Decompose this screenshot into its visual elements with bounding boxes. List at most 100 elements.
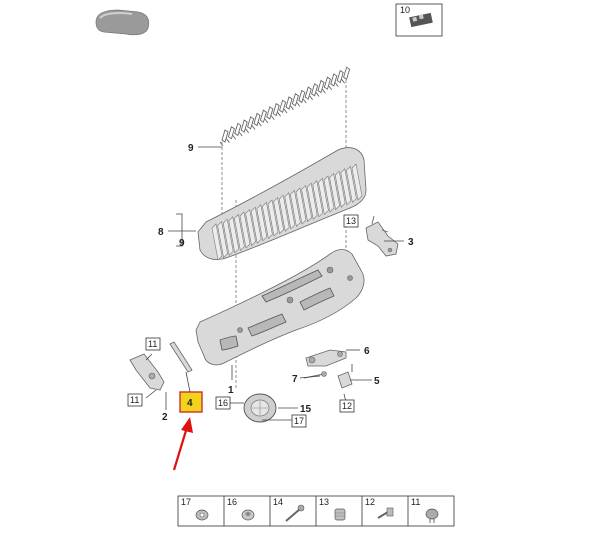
grille-fin: [323, 175, 335, 213]
slat: [315, 79, 325, 97]
legend-cell-13: 13: [315, 496, 346, 526]
legend-cell-16: 16: [223, 496, 255, 526]
grille-fin: [256, 204, 268, 242]
red-arrow-icon: [172, 417, 193, 471]
grille-fin: [318, 177, 329, 216]
screw-bolt-icon: [285, 504, 305, 522]
slat: [296, 89, 306, 107]
grille-fin: [245, 208, 256, 247]
svg-text:11: 11: [130, 395, 139, 405]
highlighted-part-4[interactable]: 4: [179, 391, 203, 413]
slat: [264, 106, 274, 124]
grille-fin: [306, 182, 318, 220]
svg-text:16: 16: [218, 398, 228, 408]
legend-number: 11: [411, 497, 420, 507]
legend-cell-11: 11: [407, 496, 439, 526]
svg-text:12: 12: [342, 401, 352, 411]
legend-cell-12: 12: [361, 496, 394, 526]
slat: [226, 125, 235, 143]
legend-number: 13: [319, 497, 329, 507]
slat: [334, 69, 344, 87]
callout-1: 1: [228, 385, 234, 396]
part-2-bracket: [129, 353, 165, 391]
slat: [251, 112, 261, 130]
grille-fin: [228, 216, 240, 254]
part-5-clip: [337, 371, 353, 389]
box-16: 16: [215, 396, 231, 410]
legend-number: 16: [227, 497, 237, 507]
grille-fin: [278, 194, 290, 232]
slat: [341, 66, 351, 84]
grille-fin: [239, 211, 251, 249]
grille-fin: [267, 199, 279, 237]
slat: [232, 122, 242, 140]
grille-fin: [217, 220, 228, 259]
grille-fin: [262, 201, 273, 240]
expansion-nut-icon: [334, 508, 346, 521]
slat: [328, 73, 338, 91]
svg-text:13: 13: [346, 216, 356, 226]
box-17: 17: [291, 414, 307, 428]
slat: [277, 99, 287, 117]
part-8-grille: [197, 147, 367, 261]
part-6-clip: [305, 349, 347, 367]
box-11-lower: 11: [127, 393, 143, 407]
callout-4: 4: [187, 398, 193, 409]
slat: [302, 86, 312, 104]
slat: [219, 129, 229, 147]
svg-text:11: 11: [148, 339, 157, 349]
grille-fin: [346, 165, 357, 204]
fastener-legend: 17 16 14 13 12 11: [177, 495, 455, 527]
legend-number: 17: [181, 497, 191, 507]
callout-2: 2: [162, 412, 168, 423]
callout-7: 7: [292, 374, 298, 385]
grille-fin: [334, 170, 346, 208]
callout-5: 5: [374, 376, 380, 387]
box-11-upper: 11: [145, 337, 161, 351]
slat: [270, 102, 280, 120]
legend-cell-17: 17: [181, 497, 209, 521]
grille-fin: [340, 168, 352, 206]
part-15-sensor: [243, 393, 277, 423]
grille-fin: [290, 189, 301, 228]
part-1-base-plate: [195, 249, 365, 366]
grille-fin: [295, 187, 307, 225]
box-12: 12: [339, 399, 355, 413]
grille-fin: [234, 213, 245, 252]
part-9-slats: [219, 66, 351, 147]
svg-text:17: 17: [294, 416, 304, 426]
callout-6: 6: [364, 346, 370, 357]
grille-fin: [222, 218, 234, 256]
callout-9-bracket: 9: [179, 238, 185, 249]
rivet-icon: [425, 508, 439, 523]
slat: [322, 76, 331, 94]
slat: [238, 119, 248, 137]
slat: [258, 109, 267, 127]
grille-fin: [250, 206, 262, 244]
grille-fin: [351, 163, 363, 201]
grille-fin: [273, 196, 284, 235]
callout-3: 3: [408, 237, 414, 248]
slat: [309, 83, 319, 101]
callout-15: 15: [300, 404, 312, 415]
callout-9-top: 9: [188, 143, 194, 154]
slat: [245, 116, 255, 134]
slat: [290, 92, 299, 110]
callout-8: 8: [158, 227, 164, 238]
grille-fin: [329, 172, 340, 211]
box-10-label: 10: [400, 5, 410, 15]
push-nut-icon: [195, 509, 209, 521]
grille-fin: [211, 223, 223, 261]
legend-number: 14: [273, 497, 283, 507]
legend-number: 12: [365, 497, 375, 507]
legend-cell-14: 14: [269, 496, 305, 526]
grille-fin: [284, 192, 296, 230]
part-3-bracket: [365, 215, 399, 257]
clip-nut-icon: [241, 509, 255, 521]
slat: [283, 96, 293, 114]
grille-fin: [312, 180, 324, 218]
part-4-strip: [169, 341, 193, 373]
grille-fin: [301, 184, 312, 223]
